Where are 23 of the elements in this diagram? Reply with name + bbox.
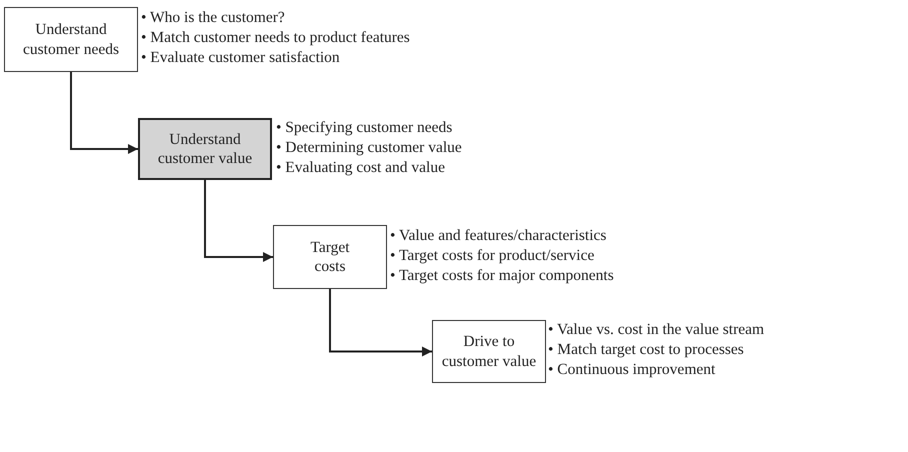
step-label: Drive to customer value xyxy=(440,332,538,371)
highlighted-step-box xyxy=(138,118,272,180)
bullet-item: • Specifying customer needs xyxy=(276,118,454,138)
bullet-item: • Who is the customer? xyxy=(141,8,286,28)
arrow xyxy=(329,289,432,356)
step-label: Target costs xyxy=(309,238,351,276)
bullet-item: • Match customer needs to product features xyxy=(141,28,410,48)
step-label: Understand customer value xyxy=(156,130,254,168)
step-box xyxy=(273,225,387,289)
step-label: Understand customer needs xyxy=(22,20,120,59)
step-box xyxy=(432,320,546,383)
bullet-item: • Determining customer value xyxy=(276,138,462,158)
arrow xyxy=(204,180,273,262)
bullet-item: • Match target cost to processes xyxy=(548,340,745,360)
bullet-item: • Target costs for major components xyxy=(390,266,614,286)
bullet-item: • Evaluate customer satisfaction xyxy=(141,48,341,68)
bullet-item: • Continuous improvement xyxy=(548,360,716,380)
bullet-item: • Evaluating cost and value xyxy=(276,158,446,178)
bullet-item: • Target costs for product/service xyxy=(390,246,596,266)
bullet-item: • Value vs. cost in the value stream xyxy=(548,320,764,340)
arrow xyxy=(70,72,138,154)
step-box xyxy=(4,7,138,72)
bullet-item: • Value and features/characteristics xyxy=(390,226,608,246)
